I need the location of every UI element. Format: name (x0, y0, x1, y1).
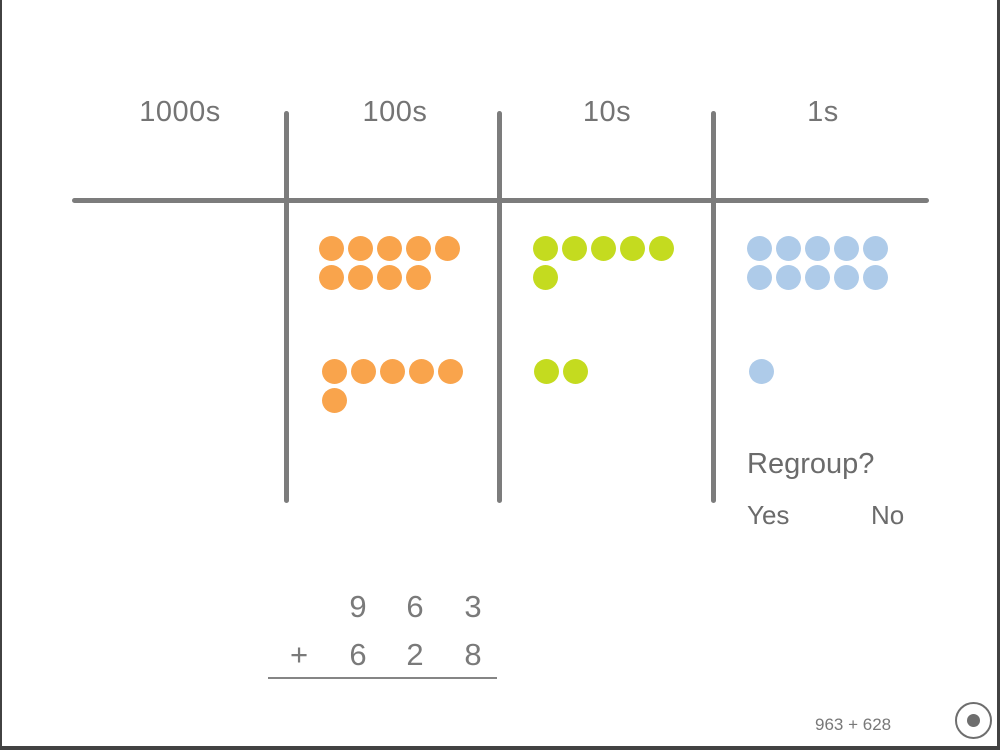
header-underline (72, 198, 929, 203)
hundreds-addend1-dot[interactable] (435, 236, 460, 261)
record-button[interactable] (955, 702, 992, 739)
tens-addend1-dot[interactable] (649, 236, 674, 261)
column-header-100s: 100s (362, 96, 428, 128)
hundreds-addend1-dot[interactable] (319, 236, 344, 261)
ones-addend1-dot[interactable] (805, 265, 830, 290)
hundreds-addend1-dot[interactable] (348, 265, 373, 290)
tens-addend1-dot[interactable] (562, 236, 587, 261)
tens-addend1-dot[interactable] (533, 236, 558, 261)
record-icon (967, 714, 980, 727)
hundreds-addend2-dot[interactable] (351, 359, 376, 384)
ones-addend1-dot[interactable] (747, 265, 772, 290)
problem-digit-tens-bottom: 2 (406, 637, 424, 672)
hundreds-addend1-dot[interactable] (406, 265, 431, 290)
ones-addend1-dot[interactable] (747, 236, 772, 261)
hundreds-addend1-dot[interactable] (377, 236, 402, 261)
screen-edge-left (0, 0, 2, 750)
tens-addend2-dot[interactable] (534, 359, 559, 384)
regroup-question: Regroup? (747, 448, 875, 480)
sum-line (268, 677, 497, 679)
column-header-10s: 10s (582, 96, 632, 128)
hundreds-addend2-dot[interactable] (438, 359, 463, 384)
ones-addend1-dot[interactable] (776, 236, 801, 261)
ones-addend1-dot[interactable] (834, 236, 859, 261)
column-divider-2 (497, 111, 502, 503)
problem-digit-hundreds-bottom: 6 (349, 637, 367, 672)
hundreds-addend2-dot[interactable] (322, 388, 347, 413)
tens-addend1-dot[interactable] (591, 236, 616, 261)
regroup-no-button[interactable]: No (871, 500, 905, 530)
problem-digit-ones-bottom: 8 (464, 637, 482, 672)
ones-addend1-dot[interactable] (834, 265, 859, 290)
hundreds-addend1-dot[interactable] (348, 236, 373, 261)
problem-digit-ones-top: 3 (464, 589, 482, 624)
ones-addend1-dot[interactable] (863, 236, 888, 261)
ones-addend1-dot[interactable] (863, 265, 888, 290)
ones-addend1-dot[interactable] (776, 265, 801, 290)
tens-addend1-dot[interactable] (620, 236, 645, 261)
column-divider-1 (284, 111, 289, 503)
column-header-1000s: 1000s (139, 96, 221, 128)
regroup-yes-button[interactable]: Yes (747, 500, 790, 530)
hundreds-addend1-dot[interactable] (319, 265, 344, 290)
problem-digit-hundreds-top: 9 (349, 589, 367, 624)
problem-digit-tens-top: 6 (406, 589, 424, 624)
hundreds-addend1-dot[interactable] (377, 265, 402, 290)
hundreds-addend1-dot[interactable] (406, 236, 431, 261)
screen-edge-right (997, 0, 1000, 750)
tens-addend1-dot[interactable] (533, 265, 558, 290)
screen-edge-bottom (0, 746, 1000, 750)
ones-addend2-dot[interactable] (749, 359, 774, 384)
column-divider-3 (711, 111, 716, 503)
plus-sign: + (289, 637, 309, 672)
hundreds-addend2-dot[interactable] (409, 359, 434, 384)
ones-addend1-dot[interactable] (805, 236, 830, 261)
hundreds-addend2-dot[interactable] (322, 359, 347, 384)
column-header-1s: 1s (807, 96, 839, 128)
tens-addend2-dot[interactable] (563, 359, 588, 384)
problem-caption: 963 + 628 (815, 715, 892, 734)
hundreds-addend2-dot[interactable] (380, 359, 405, 384)
